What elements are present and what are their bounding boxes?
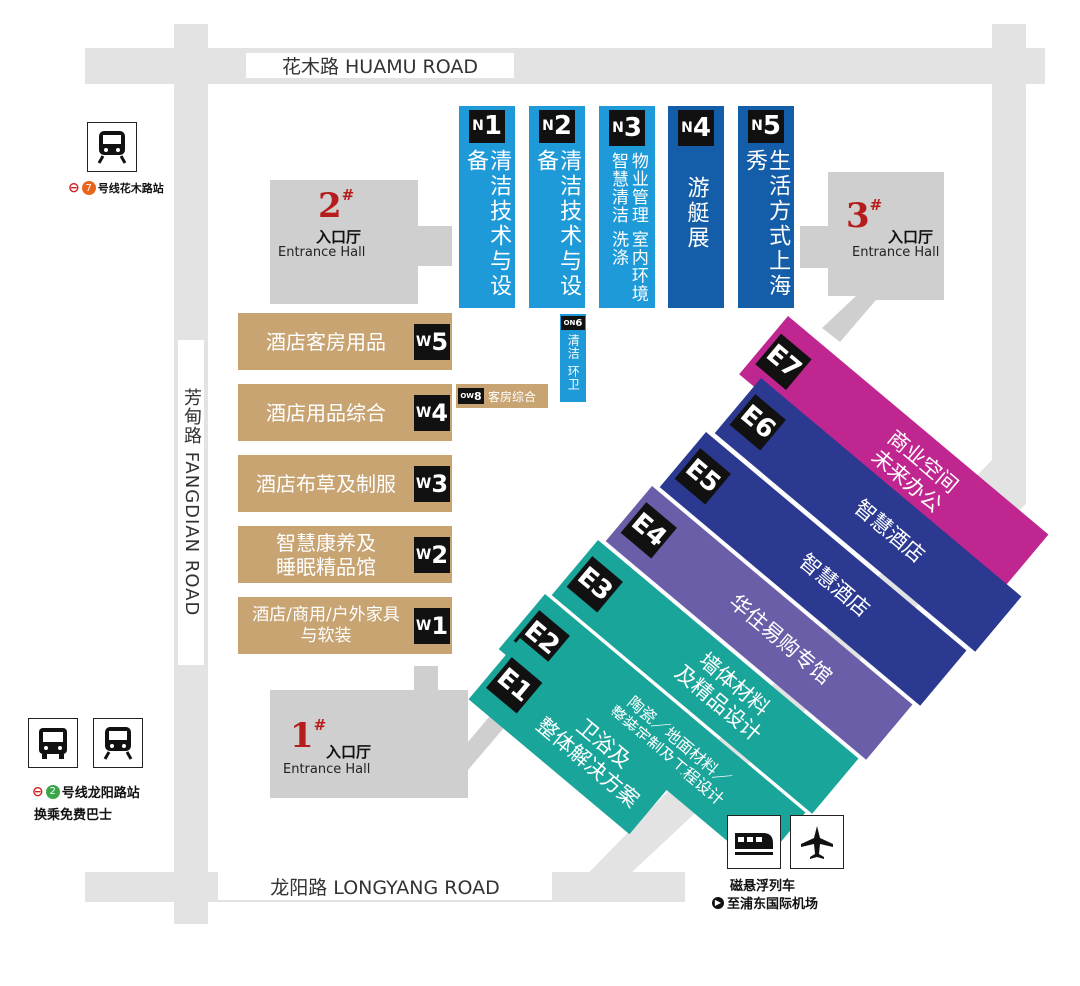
entrance-hall-1-cn: 入口厅 bbox=[326, 743, 372, 761]
hall-w4-name: 酒店用品综合 bbox=[266, 400, 386, 425]
hall-w1-name-line2: 与软装 bbox=[300, 625, 352, 646]
airport-label: 至浦东国际机场 bbox=[727, 897, 819, 912]
airplane-icon bbox=[790, 815, 844, 869]
maglev-label: 磁悬浮列车 bbox=[730, 879, 796, 894]
hall-ow8-name: 客房综合 bbox=[488, 389, 537, 404]
fangdian-road-label: 芳甸路 FANGDIAN ROAD bbox=[178, 340, 204, 665]
play-arrow-icon: ▶ bbox=[712, 896, 724, 909]
line7-station: 号线花木路站 bbox=[97, 182, 164, 195]
hall-w3-name: 酒店布草及制服 bbox=[256, 471, 396, 496]
maglev-icon bbox=[727, 815, 781, 869]
metro-line2-info: ⊖ 2 号线龙阳路站 bbox=[32, 782, 140, 802]
entrance-hall-1-number: 1# bbox=[290, 716, 327, 756]
metro-icon-line7 bbox=[87, 122, 137, 172]
entrance-hall-2-en: Entrance Hall bbox=[278, 245, 366, 260]
bus-icon bbox=[28, 718, 78, 768]
entrance-hall-2-block bbox=[270, 180, 418, 304]
hall-n5-name: 生活方式上海秀 bbox=[742, 148, 791, 299]
line2-station: 号线龙阳路站 bbox=[61, 786, 140, 801]
metro-logo-icon: ⊖ bbox=[68, 180, 80, 196]
metro-icon-line2 bbox=[93, 718, 143, 768]
hall-w2-name-line2: 睡眠精品馆 bbox=[276, 554, 376, 579]
hall-n4-name: 游艇展 bbox=[683, 176, 709, 251]
hall-w2-name: 智慧康养及 bbox=[276, 530, 376, 555]
entrance-hall-3-cn: 入口厅 bbox=[888, 228, 934, 246]
hall-n3-name: 物业管理 室内环境 bbox=[627, 152, 648, 303]
entrance-hall-1-en: Entrance Hall bbox=[283, 762, 371, 777]
entrance-hall-2-number: 2# bbox=[318, 186, 355, 226]
entrance-hall-2-cn: 入口厅 bbox=[316, 228, 362, 246]
longyang-road-label: 龙阳路 LONGYANG ROAD bbox=[218, 872, 552, 900]
hall-n1-name: 清洁技术与设备 bbox=[463, 148, 512, 299]
entrance-hall-3-number: 3# bbox=[846, 196, 883, 236]
road-outline-north bbox=[85, 48, 1045, 84]
metro-line7-info: ⊖ 7 号线花木路站 bbox=[68, 180, 164, 196]
hall-w5-name: 酒店客房用品 bbox=[266, 329, 386, 354]
entrance-hall-3-en: Entrance Hall bbox=[852, 245, 940, 260]
road-outline-east bbox=[992, 24, 1026, 504]
hall-n3-name-line2: 智慧清洁 洗涤 bbox=[608, 152, 628, 267]
hall-w1-name: 酒店/商用/户外家具 bbox=[252, 605, 400, 626]
line2-badge: 2 bbox=[45, 784, 60, 799]
hall-on6-name: 清洁 环卫 bbox=[566, 334, 581, 391]
line7-badge: 7 bbox=[81, 181, 96, 195]
entrance-hall-2-wing bbox=[418, 226, 452, 266]
hall-n2-name: 清洁技术与设备 bbox=[533, 148, 582, 299]
shuttle-info: 换乘免费巴士 bbox=[34, 808, 113, 823]
airport-info: ▶ 至浦东国际机场 bbox=[712, 893, 818, 912]
huamu-road-label: 花木路 HUAMU ROAD bbox=[246, 53, 514, 78]
metro-logo-icon: ⊖ bbox=[32, 783, 44, 800]
